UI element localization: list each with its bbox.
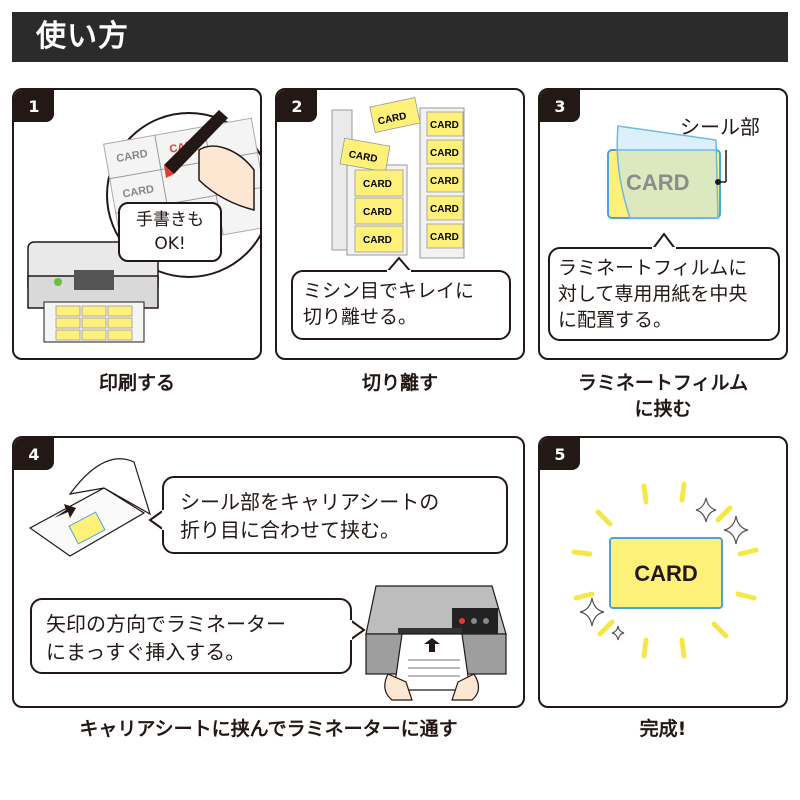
- step-3-bubble-line1: ラミネートフィルムに: [558, 257, 748, 279]
- step-4-bubble-2: 矢印の方向でラミネーター にまっすぐ挿入する。: [30, 598, 352, 674]
- inserted-sheet-icon: [393, 633, 471, 691]
- cut-card-label-7: CARD: [430, 148, 459, 159]
- step-1-bubble: 手書きも OK!: [118, 202, 222, 262]
- step-4-bubble-1-line1: シール部をキャリアシートの: [180, 490, 440, 514]
- finished-card-illustration: CARD: [571, 481, 759, 659]
- cut-cards-illustration: CARD CARD CARD CARD CARD CARD CARD CARD …: [331, 97, 465, 273]
- step-5-panel: 5 CARD: [538, 436, 788, 708]
- cut-card-label-2: CARD: [348, 149, 378, 165]
- zoom-card-label-1: CARD: [115, 148, 148, 165]
- step-4-panel: 4: [12, 436, 525, 708]
- header-bar: 使い方: [12, 12, 788, 62]
- hand-marker-icon: [164, 110, 255, 211]
- step-4-bubble-1: シール部をキャリアシートの 折り目に合わせて挟む。: [162, 476, 508, 554]
- cut-card-label-4: CARD: [363, 207, 392, 218]
- step-2-bubble-line1: ミシン目でキレイに: [303, 280, 475, 302]
- cut-card-label-5: CARD: [363, 235, 392, 246]
- cut-card-label-6: CARD: [430, 120, 459, 131]
- carrier-sheet-icon: [28, 458, 152, 557]
- step-2-panel: 2 CARD CARD CARD CARD CARD CARD CARD CAR…: [275, 88, 525, 360]
- step-3-bubble-line2: 対して専用用紙を中央: [558, 283, 748, 305]
- laminate-film-illustration: CARD: [607, 125, 727, 251]
- cut-card-label-9: CARD: [430, 204, 459, 215]
- zoom-card-label-3: CARD: [122, 183, 155, 200]
- step-3-panel: 3 CARD シール部 ラミネートフィルムに 対して専用用紙を中央 に配置する。: [538, 88, 788, 360]
- step-3-card-label: CARD: [626, 170, 690, 195]
- step-4-number: 4: [14, 438, 54, 470]
- step-2-caption: 切り離す: [361, 372, 438, 394]
- step-3-bubble: ラミネートフィルムに 対して専用用紙を中央 に配置する。: [548, 247, 780, 341]
- step-4-bubble-2-line1: 矢印の方向でラミネーター: [46, 612, 286, 636]
- sparkle-star-icons: [579, 497, 749, 641]
- carrier-laminator-illustration: [28, 458, 507, 701]
- page-title: 使い方: [36, 19, 129, 54]
- cut-card-label-8: CARD: [430, 176, 459, 187]
- step-3-bubble-line3: に配置する。: [558, 309, 673, 331]
- step-2-number: 2: [277, 90, 317, 122]
- step-1-caption: 印刷する: [98, 372, 175, 394]
- step-4-bubble-1-line2: 折り目に合わせて挟む。: [180, 518, 400, 542]
- step-1-bubble-line2: OK!: [154, 234, 186, 254]
- sparkle-rays: [571, 481, 759, 659]
- step-1-number: 1: [14, 90, 54, 122]
- finished-card-label: CARD: [634, 561, 698, 586]
- cut-card-label-3: CARD: [363, 179, 392, 190]
- step-2-bubble: ミシン目でキレイに 切り離せる。: [291, 270, 511, 340]
- step-1-panel: 1 CARD CARD CARD CARD: [12, 88, 262, 360]
- step-4-caption: キャリアシートに挟んでラミネーターに通す: [79, 718, 458, 740]
- step-3-caption-line2: に挟む: [634, 398, 692, 420]
- step-3-caption-line1: ラミネートフィルム: [577, 372, 749, 394]
- step-3-caption: ラミネートフィルム に挟む: [538, 370, 788, 422]
- left-hand-icon: [384, 673, 413, 701]
- cut-card-label-10: CARD: [430, 232, 459, 243]
- step-5-caption: 完成!: [639, 718, 687, 740]
- step-2-bubble-line2: 切り離せる。: [303, 306, 418, 328]
- step-5-number: 5: [540, 438, 580, 470]
- seal-part-label: シール部: [680, 115, 760, 139]
- step-1-bubble-line1: 手書きも: [136, 210, 204, 230]
- step-3-number: 3: [540, 90, 580, 122]
- right-hand-icon: [451, 673, 480, 701]
- step-4-bubble-2-line2: にまっすぐ挿入する。: [46, 640, 246, 664]
